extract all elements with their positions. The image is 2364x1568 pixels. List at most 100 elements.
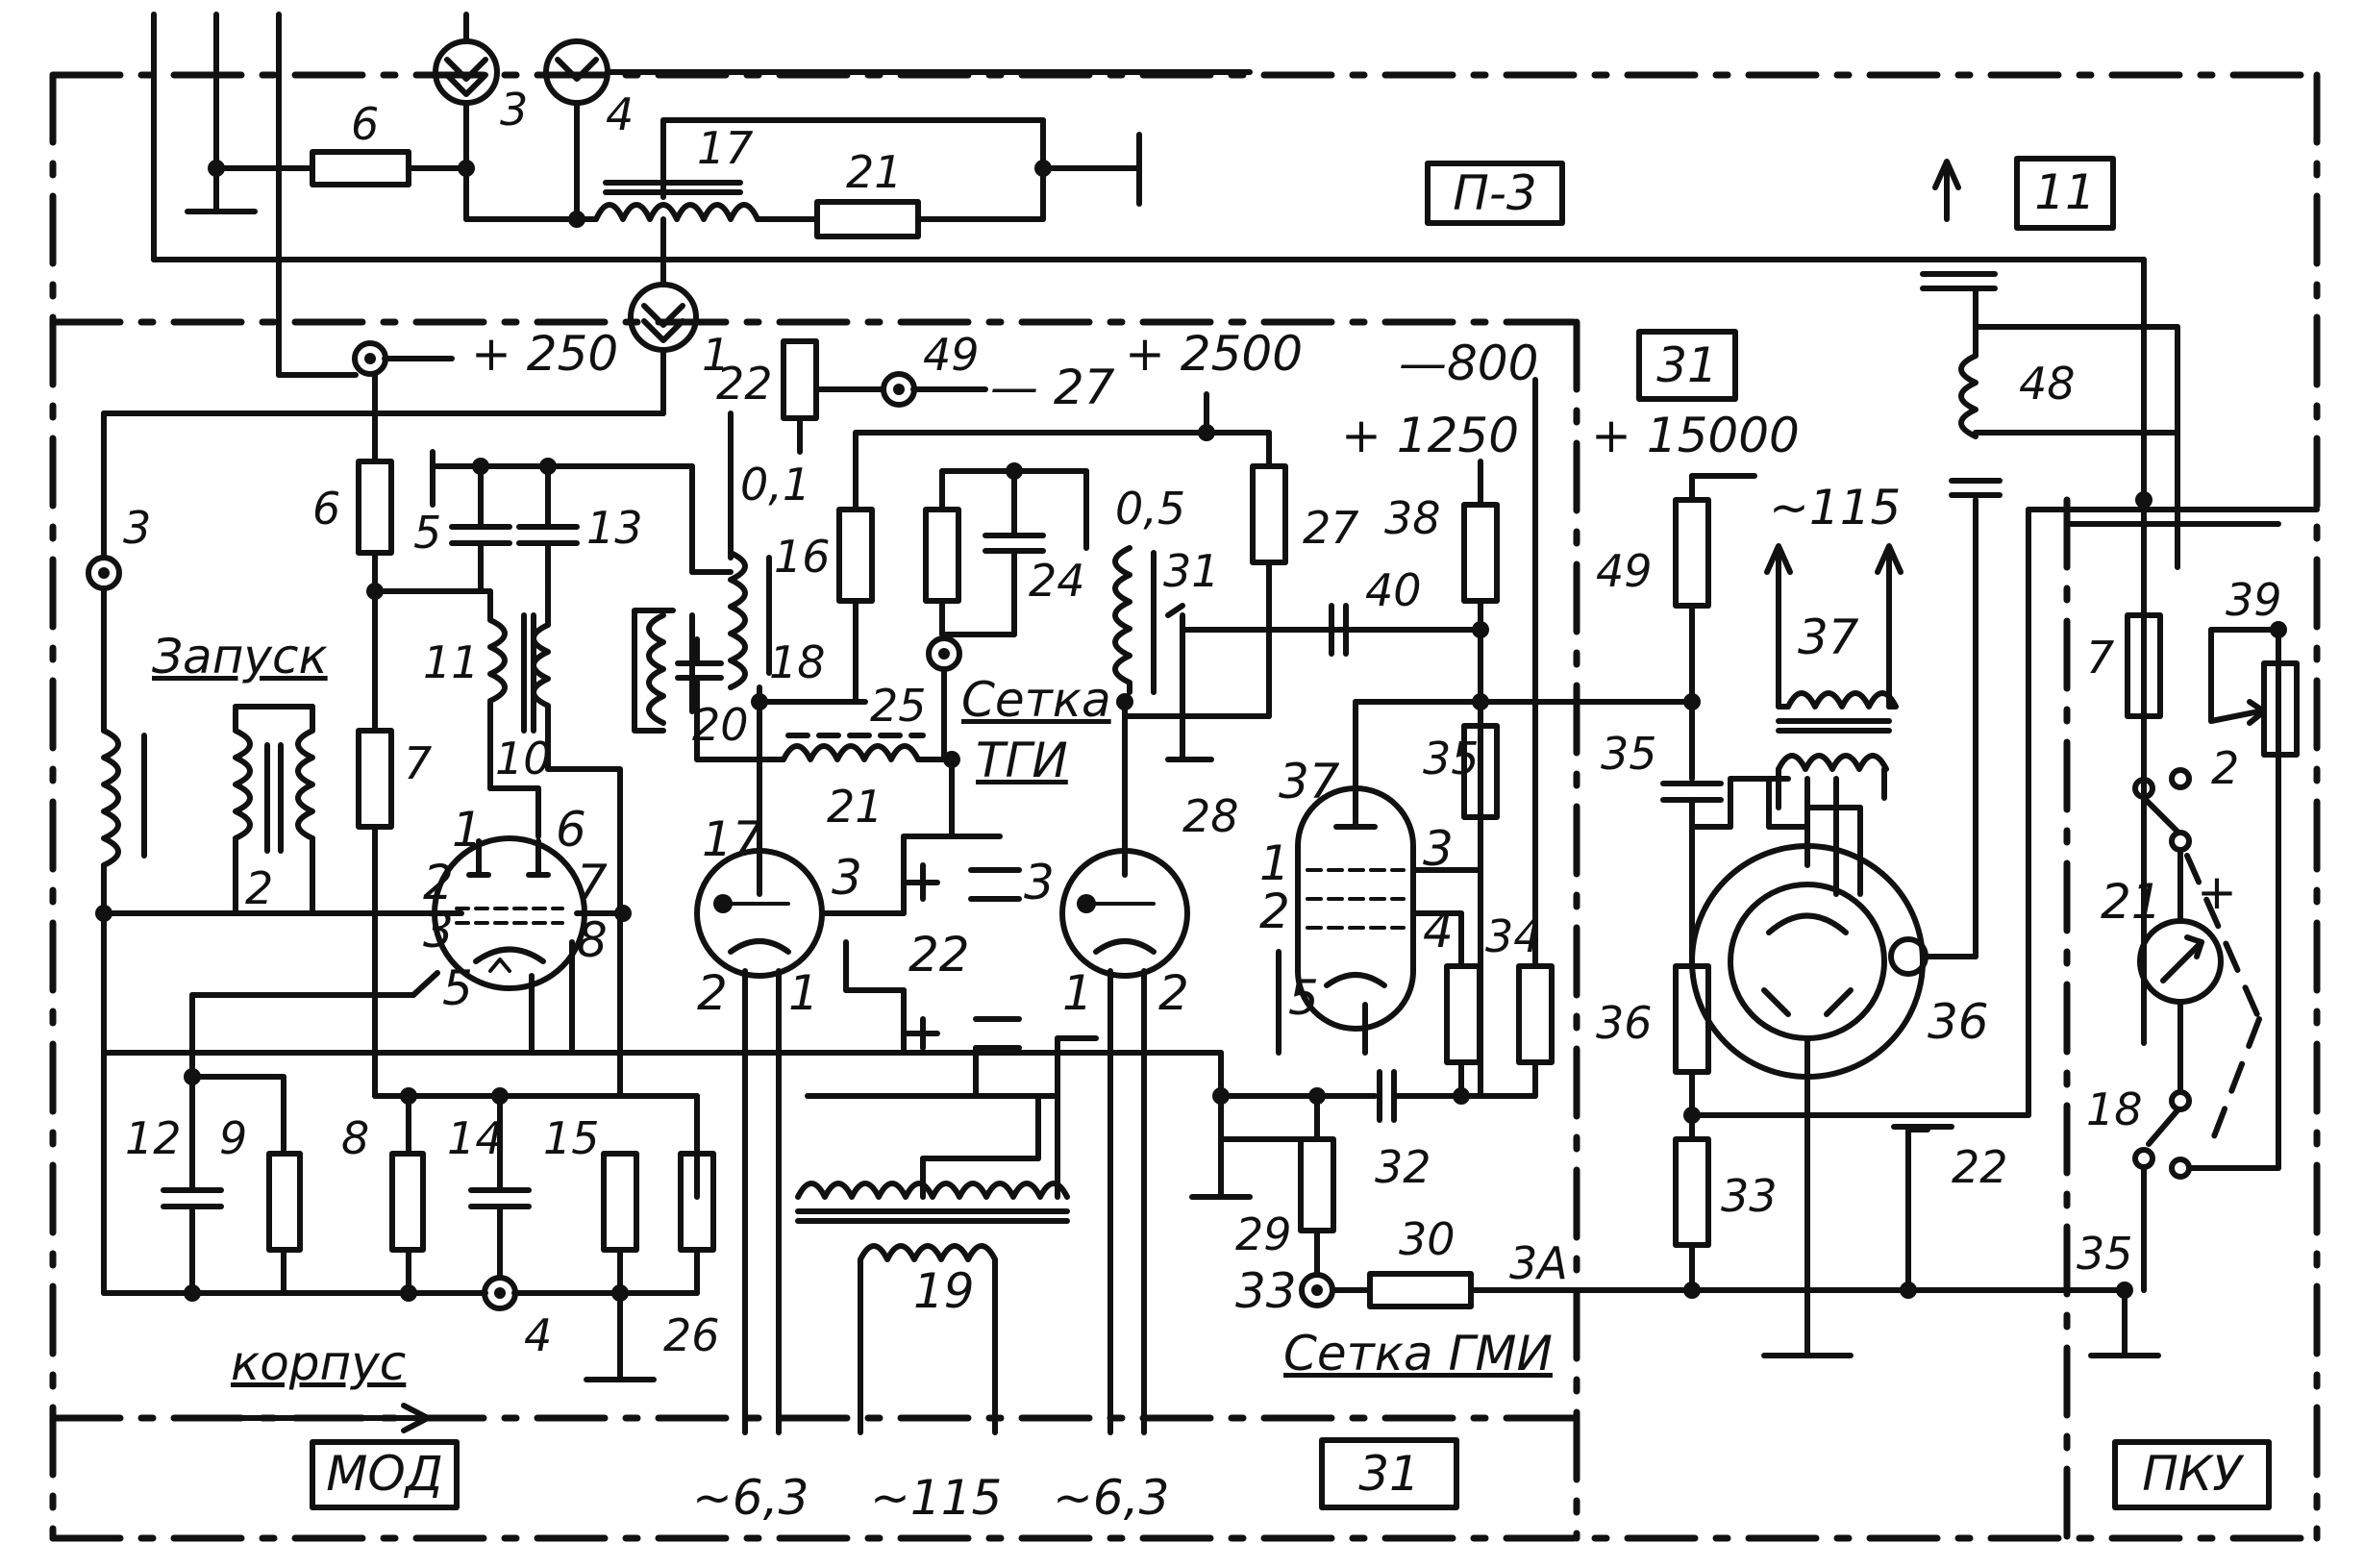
- label-plus15000: + 15000: [1591, 408, 1800, 463]
- label-39: 39: [2226, 574, 2282, 626]
- label-0-5: 0,5: [1115, 483, 1185, 535]
- pin-6: 6: [556, 802, 586, 858]
- tube-17-dot: [713, 894, 733, 913]
- tube-37-cathode: [1324, 972, 1387, 988]
- label-7-left: 7: [404, 737, 432, 789]
- tube-22-dot: [1077, 894, 1096, 913]
- transformer-19-primary: [795, 1181, 1070, 1200]
- junction: [1683, 693, 1701, 710]
- tube-37-pin-2: 2: [1259, 884, 1290, 939]
- label-36-crt: 36: [1928, 994, 1989, 1050]
- resistor-34: [1516, 963, 1555, 1065]
- resistor-34a: [1444, 963, 1482, 1065]
- transformer-20: [646, 612, 666, 726]
- block-11-label: 11: [2034, 164, 2096, 220]
- junction: [614, 905, 632, 922]
- arrowhead: [1875, 543, 1904, 575]
- label-3a: 3А: [1509, 1237, 1568, 1289]
- transformer-17-winding: [593, 202, 760, 222]
- label-11: 11: [423, 636, 480, 688]
- tube-cathode: [473, 946, 546, 964]
- tube-17-pin-1: 1: [788, 965, 819, 1021]
- junction: [400, 1284, 417, 1302]
- transformer-2-primary: [233, 704, 253, 841]
- tube-37: [1295, 785, 1416, 1032]
- label-setka-tgi-2: ТГИ: [976, 733, 1068, 788]
- tube-left-section: 6 7 5 13 11 10: [101, 372, 1224, 1200]
- label-35-cap: 35: [1601, 728, 1657, 780]
- label-3-top: 3: [500, 84, 528, 136]
- junction: [208, 160, 225, 177]
- switch-contact: [2169, 1089, 2192, 1112]
- tube-17-pin-2: 2: [697, 965, 728, 1021]
- junction: [1472, 621, 1489, 638]
- resistor-15: [601, 1151, 639, 1253]
- crt-36-inner: [1728, 882, 1887, 1041]
- label-setka-gmi: Сетка ГМИ: [1283, 1326, 1553, 1381]
- junction: [95, 905, 112, 922]
- wiper: [2208, 709, 2262, 724]
- label-18-right: 18: [2086, 1083, 2143, 1135]
- tube-22: [1059, 848, 1190, 979]
- arrowhead: [1764, 543, 1793, 575]
- junction: [184, 1284, 201, 1302]
- wire: [632, 608, 676, 734]
- label-33-r: 33: [1721, 1170, 1778, 1222]
- label-6-top: 6: [351, 98, 379, 150]
- label-37-tube: 37: [1279, 754, 1340, 809]
- label-ac-115-top: ~115: [1769, 480, 1901, 535]
- block-31-top-box: [1636, 329, 1738, 402]
- pin-7: 7: [577, 855, 608, 910]
- block-31-top-label: 31: [1656, 337, 1718, 393]
- label-18: 18: [769, 636, 826, 688]
- diode-3-symbol: [444, 57, 488, 97]
- inductor-0-1: [728, 550, 748, 690]
- label-6-left: 6: [312, 483, 340, 535]
- p3-input-section: 6 3 4 17 21: [151, 12, 2147, 1046]
- diode-1-symbol: [641, 303, 685, 343]
- label-zapusk: Запуск: [152, 629, 328, 684]
- label-26: 26: [663, 1309, 720, 1361]
- label-36-r: 36: [1596, 997, 1653, 1049]
- terminal-center: [494, 1287, 506, 1299]
- label-2-zapusk: 2: [245, 862, 273, 914]
- label-115-bottom: ~115: [870, 1470, 1002, 1526]
- junction: [1453, 1087, 1470, 1105]
- resistor-49: [1673, 497, 1711, 609]
- label-8: 8: [341, 1112, 369, 1164]
- inductor-48: [1958, 353, 1978, 439]
- junction: [2135, 491, 2152, 509]
- terminal-center: [364, 353, 376, 364]
- block-11-section: 48: [1920, 159, 2180, 570]
- label-29: 29: [1235, 1208, 1292, 1260]
- supply-terminals: + 250 22 49 — 27 + 2500 —800 + 1250 + 15…: [276, 326, 1800, 463]
- label-9: 9: [219, 1112, 247, 1164]
- label-15: 15: [543, 1112, 600, 1164]
- gmi-section: 40 38 35 37 1 2 3 4 5 34: [1235, 377, 2128, 1381]
- label-35-right: 35: [2077, 1228, 2133, 1280]
- terminal-center: [1311, 1284, 1323, 1296]
- label-21-meter: 21: [2101, 874, 2162, 930]
- label-minus800: —800: [1399, 336, 1538, 391]
- label-17-top: 17: [697, 122, 754, 174]
- block-31-bottom-box: [1319, 1437, 1459, 1510]
- label-49-top: 49: [923, 329, 980, 381]
- block-labels: П-3 11 31 31 МОД ПКУ: [310, 156, 2272, 1510]
- label-22-top: 22: [716, 358, 773, 410]
- inductor-left: [101, 728, 121, 868]
- trigger-section: 3 Запуск 2: [86, 411, 666, 1296]
- junction: [539, 458, 557, 475]
- meter-21-arrow: [2184, 934, 2204, 959]
- transformer-37-secondary: [1776, 753, 1889, 772]
- crt-36-deflector: [1824, 987, 1854, 1017]
- terminal-center: [938, 648, 950, 660]
- wiper: [1165, 603, 1185, 618]
- label-37-transformer: 37: [1798, 610, 1859, 665]
- switch-contact: [2169, 830, 2192, 853]
- arrowhead: [1932, 159, 1961, 190]
- tube-22-pin-1: 1: [1062, 965, 1093, 1021]
- junction: [1034, 160, 1052, 177]
- label-31-ind: 31: [1163, 545, 1220, 597]
- tube-17-pin-3: 3: [832, 850, 862, 906]
- block-pku-box: [2112, 1439, 2272, 1510]
